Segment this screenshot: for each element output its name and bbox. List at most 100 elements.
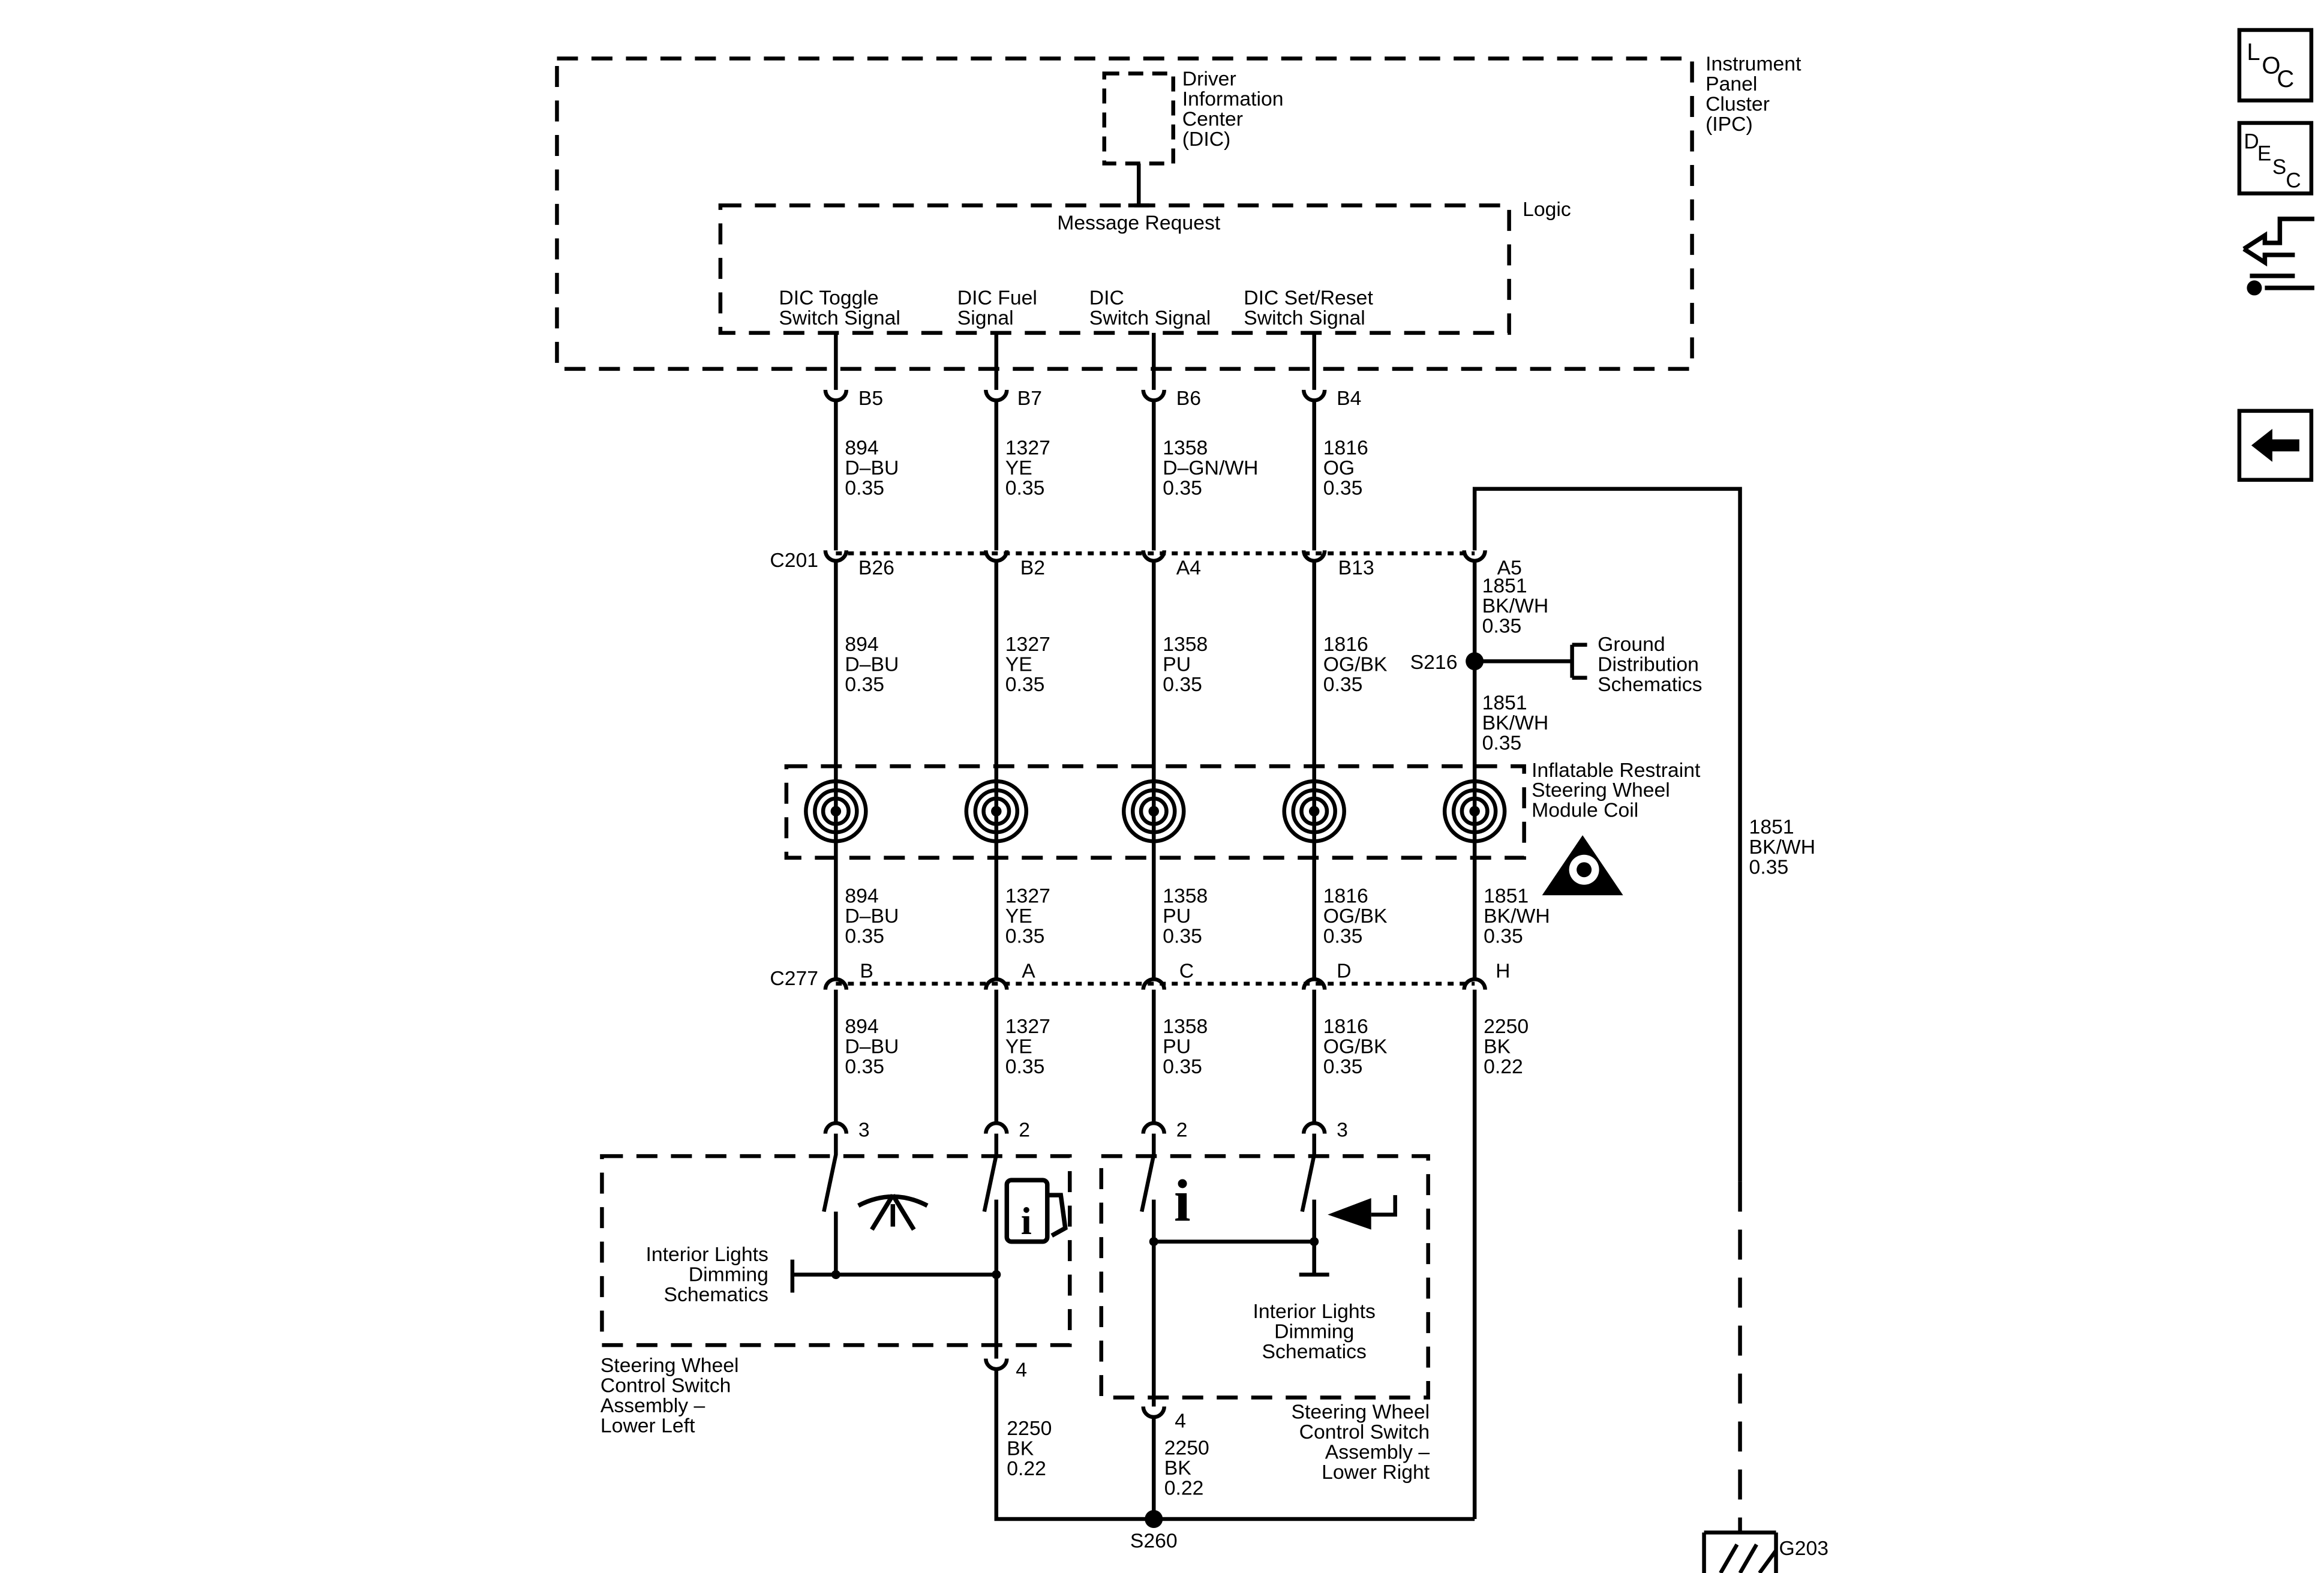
dimming-label: Schematics	[664, 1283, 768, 1306]
junction-right-1	[1149, 1237, 1158, 1247]
wire-label: 1816	[1323, 1015, 1368, 1038]
wire-label: 1327	[1005, 885, 1050, 908]
connector-label: C277	[770, 967, 818, 990]
wire-label: 0.22	[1164, 1477, 1204, 1500]
cruise-road-icon	[857, 1194, 929, 1231]
coil-icon	[1124, 781, 1184, 841]
coil-icon	[1284, 781, 1344, 841]
signal-label: DIC	[1089, 286, 1124, 309]
wire-label: 0.22	[1007, 1457, 1046, 1480]
pin-label: A5	[1497, 556, 1522, 579]
wire-label: 0.35	[1323, 1055, 1363, 1078]
dic-label: Information	[1182, 88, 1284, 110]
wire-label: BK	[1164, 1457, 1192, 1479]
wire-label: 1816	[1323, 885, 1368, 908]
wire-label: 1327	[1005, 633, 1050, 656]
wire-1358	[1140, 332, 1156, 1407]
wire-label: BK/WH	[1482, 712, 1549, 734]
assembly-label: Steering Wheel	[600, 1354, 739, 1377]
svg-text:D: D	[2244, 130, 2259, 153]
pin-label: B2	[1020, 556, 1045, 579]
wire-label: 0.35	[1323, 673, 1363, 696]
wire-label: 2250	[1164, 1437, 1209, 1460]
coil-icon	[806, 781, 866, 841]
wire-label: 0.35	[1163, 1055, 1202, 1078]
svg-text:L: L	[2247, 39, 2260, 65]
wire-label: OG/BK	[1323, 905, 1388, 927]
coil-icon	[1445, 781, 1505, 841]
ipc-title: Instrument	[1706, 52, 1801, 75]
wire-label: 1816	[1323, 633, 1368, 656]
signal-label: Switch Signal	[779, 307, 900, 329]
wire-label: OG/BK	[1323, 1035, 1388, 1058]
wire-label: 894	[845, 436, 878, 459]
signal-label: Switch Signal	[1089, 307, 1211, 329]
ground-distribution-label: Distribution	[1598, 653, 1699, 676]
wire-label: 0.35	[1323, 925, 1363, 948]
pin-label: B26	[858, 556, 894, 579]
pin-label: H	[1496, 960, 1510, 983]
dic-label: Center	[1182, 107, 1243, 130]
dimming-label: Dimming	[689, 1263, 768, 1286]
back-button[interactable]	[2237, 409, 2314, 482]
wire-label: 1358	[1163, 885, 1208, 908]
signal-label: DIC Set/Reset	[1244, 286, 1373, 309]
assembly-label: Control Switch	[1299, 1421, 1430, 1443]
wire-label: 2250	[1484, 1015, 1529, 1038]
ipc-box	[555, 56, 1694, 371]
wire-label: YE	[1005, 1035, 1032, 1058]
wire-label: 0.35	[1163, 673, 1202, 696]
pin-label: B5	[858, 387, 883, 410]
dimming-label: Interior Lights	[1253, 1300, 1376, 1323]
signal-label: DIC Fuel	[957, 286, 1037, 309]
coil-icon	[966, 781, 1026, 841]
pin-label: D	[1337, 960, 1351, 983]
signal-label: Switch Signal	[1244, 307, 1365, 329]
wire-label: 0.35	[845, 925, 884, 948]
dimming-label: Interior Lights	[645, 1243, 768, 1266]
wire-label: BK	[1484, 1035, 1511, 1058]
wire-label: OG/BK	[1323, 653, 1388, 676]
desc-button[interactable]: D E S C	[2237, 121, 2314, 196]
signal-label: DIC Toggle	[779, 286, 878, 309]
wire-label: 0.35	[845, 673, 884, 696]
assembly-label: Assembly –	[600, 1394, 705, 1417]
splice-label: S216	[1410, 651, 1458, 674]
coil-label: Module Coil	[1532, 799, 1638, 822]
wire-label: 0.35	[1005, 925, 1045, 948]
connector-label: C201	[770, 549, 818, 572]
wire-label: 1851	[1482, 574, 1527, 597]
wire-label: 0.35	[1163, 476, 1202, 499]
wire-label: D–GN/WH	[1163, 457, 1258, 479]
wire-label: 1816	[1323, 436, 1368, 459]
ipc-title: Panel	[1706, 73, 1757, 95]
assembly-label: Lower Right	[1322, 1461, 1430, 1484]
loc-button[interactable]: L O C	[2237, 28, 2314, 103]
wire-label: 2250	[1007, 1417, 1052, 1440]
dic-label: Driver	[1182, 67, 1236, 90]
wire-label: 0.35	[1482, 731, 1522, 754]
connector-view-icon[interactable]	[2242, 217, 2314, 296]
pin-label: B	[860, 960, 873, 983]
ipc-title: Cluster	[1706, 92, 1770, 115]
wire-label: 1327	[1005, 1015, 1050, 1038]
wire-label: 0.35	[1484, 925, 1523, 948]
coil-label: Inflatable Restraint	[1532, 759, 1701, 782]
wire-label: 0.35	[1005, 476, 1045, 499]
wire-1327	[982, 332, 999, 1359]
message-request-label: Message Request	[1057, 211, 1221, 234]
dic-box	[1102, 71, 1175, 166]
wire-label: D–BU	[845, 653, 899, 676]
wire-label: YE	[1005, 457, 1032, 479]
junction-right-2	[1310, 1237, 1319, 1247]
pin-label: A	[1022, 960, 1035, 983]
wire-label: 0.35	[845, 476, 884, 499]
right-switch-bus	[1154, 1239, 1329, 1277]
pin-label: C	[1179, 960, 1194, 983]
ground-label: G203	[1779, 1537, 1829, 1560]
assembly-label: Lower Left	[600, 1415, 695, 1437]
pin-label: B6	[1176, 387, 1201, 410]
wire-label: PU	[1163, 905, 1191, 927]
wire-label: 0.35	[1323, 476, 1363, 499]
